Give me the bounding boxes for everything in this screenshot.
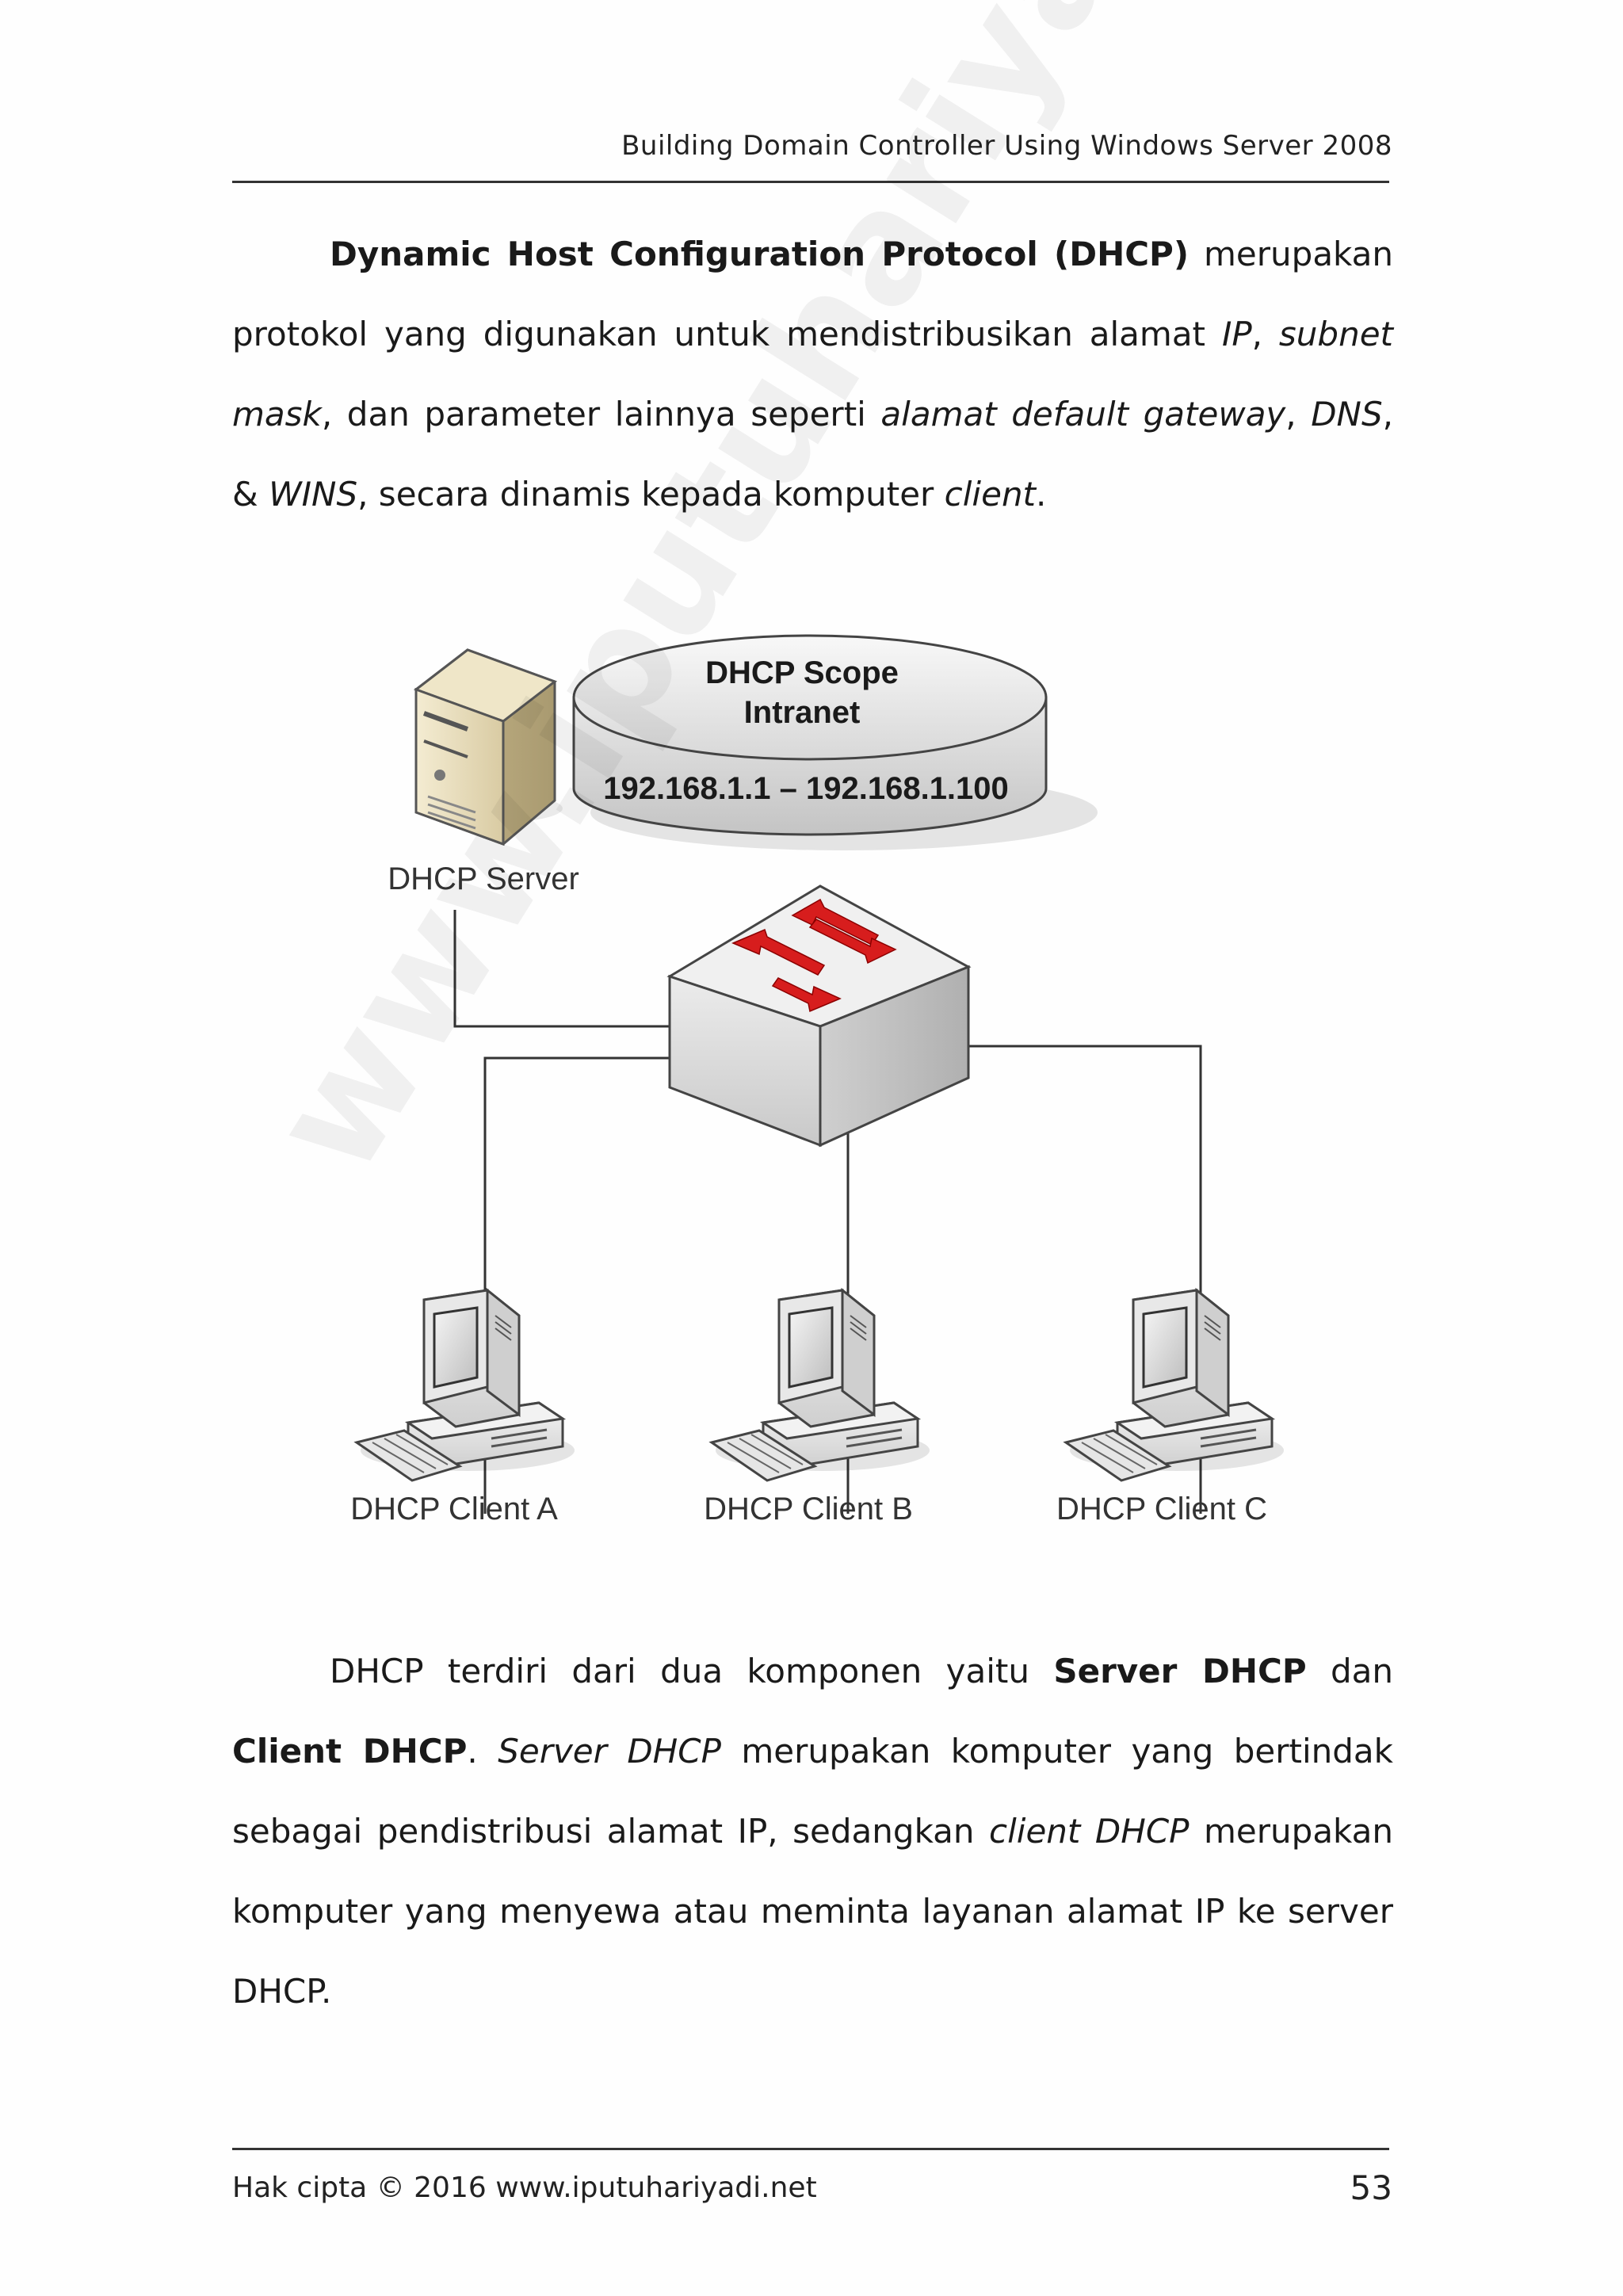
page-number: 53 bbox=[1350, 2168, 1392, 2207]
client-b-label: DHCP Client B bbox=[704, 1492, 913, 1526]
switch-arrows-icon bbox=[731, 898, 897, 1013]
footer-rule bbox=[232, 2148, 1389, 2150]
client-c-computer-icon bbox=[1064, 1289, 1285, 1482]
client-a-computer-icon bbox=[355, 1289, 576, 1482]
intro-paragraph: Dynamic Host Configuration Protocol (DHC… bbox=[232, 235, 1394, 514]
components-paragraph: DHCP terdiri dari dua komponen yaitu Ser… bbox=[232, 1652, 1393, 2011]
scope-range: 192.168.1.1 – 192.168.1.100 bbox=[603, 771, 1009, 806]
scope-subtitle: Intranet bbox=[744, 695, 861, 730]
client-c-label: DHCP Client C bbox=[1056, 1492, 1267, 1526]
running-header: Building Domain Controller Using Windows… bbox=[621, 130, 1392, 162]
header-rule bbox=[232, 181, 1389, 183]
client-b-computer-icon bbox=[710, 1289, 931, 1482]
copyright-text: Hak cipta © 2016 www.iputuhariyadi.net bbox=[232, 2172, 817, 2204]
dhcp-scope-cylinder: DHCP Scope Intranet 192.168.1.1 – 192.16… bbox=[572, 634, 1098, 850]
client-a-label: DHCP Client A bbox=[350, 1492, 558, 1526]
dhcp-term: Dynamic Host Configuration Protocol (DHC… bbox=[330, 235, 1190, 273]
scope-title: DHCP Scope bbox=[705, 655, 899, 690]
server-label: DHCP Server bbox=[388, 861, 579, 896]
dhcp-network-diagram: DHCP Scope Intranet 192.168.1.1 – 192.16… bbox=[350, 634, 1285, 1526]
server-icon bbox=[413, 648, 563, 846]
network-switch-icon bbox=[666, 884, 972, 1148]
